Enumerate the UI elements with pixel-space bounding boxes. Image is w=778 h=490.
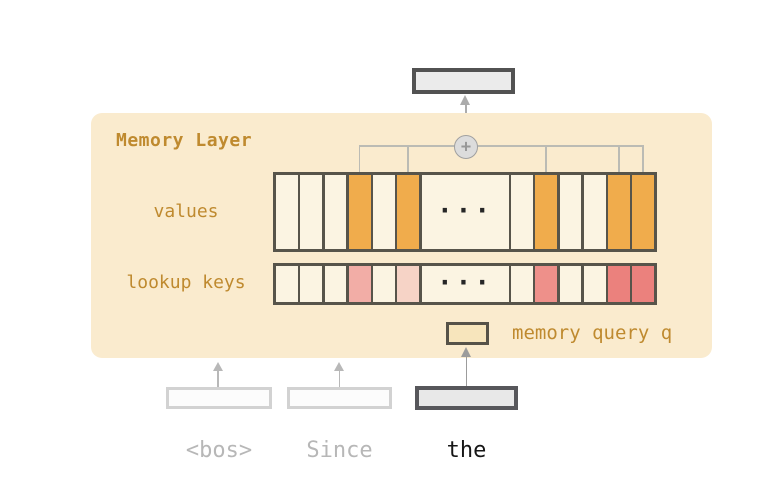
memory-cells-ellipsis: ··· bbox=[421, 175, 509, 249]
token-arrow-stem bbox=[338, 370, 341, 387]
memory-cell bbox=[511, 266, 533, 302]
connector-drop-line bbox=[358, 146, 361, 173]
connector-drop-line bbox=[407, 146, 409, 173]
memory-query-box bbox=[446, 322, 489, 345]
token-embedding-box-bos bbox=[166, 387, 272, 409]
memory-cell bbox=[276, 175, 298, 249]
memory-cell-highlighted bbox=[608, 175, 630, 249]
memory-cell-highlighted bbox=[397, 266, 419, 302]
token-label-since: Since bbox=[306, 438, 373, 463]
memory-cell bbox=[276, 266, 298, 302]
query-arrow-stem bbox=[465, 356, 468, 387]
lookup-keys-cell-row: ··· bbox=[273, 263, 657, 305]
arrow-up-icon bbox=[460, 95, 470, 105]
memory-cell bbox=[559, 175, 582, 249]
memory-cell bbox=[373, 175, 395, 249]
memory-cell-highlighted bbox=[535, 266, 557, 302]
memory-cell bbox=[373, 266, 395, 302]
memory-query-label: memory query q bbox=[512, 322, 673, 344]
memory-cell bbox=[324, 266, 347, 302]
memory-cell bbox=[324, 175, 347, 249]
memory-cell bbox=[583, 175, 606, 249]
aggregation-connector-line bbox=[359, 145, 644, 147]
memory-cell bbox=[511, 175, 533, 249]
token-label-bos: <bos> bbox=[185, 438, 253, 463]
memory-cell bbox=[300, 266, 322, 302]
memory-cell bbox=[583, 266, 606, 302]
memory-cells-ellipsis: ··· bbox=[421, 266, 509, 302]
memory-cell-highlighted bbox=[608, 266, 630, 302]
token-embedding-box-since bbox=[287, 387, 392, 409]
output-vector-box bbox=[412, 68, 515, 94]
values-row-label: values bbox=[153, 201, 219, 222]
memory-cell-highlighted bbox=[348, 266, 371, 302]
memory-cell-highlighted bbox=[397, 175, 419, 249]
token-arrow-stem bbox=[217, 370, 219, 387]
memory-cell bbox=[559, 266, 582, 302]
values-cell-row: ··· bbox=[273, 172, 657, 252]
connector-drop-line bbox=[642, 146, 644, 173]
memory-cell-highlighted bbox=[632, 266, 654, 302]
lookup-keys-row-label: lookup keys bbox=[126, 272, 246, 293]
memory-cell-highlighted bbox=[632, 175, 654, 249]
arrow-up-icon bbox=[212, 362, 223, 371]
connector-drop-line bbox=[618, 146, 620, 173]
arrow-up-icon bbox=[461, 347, 471, 357]
plus-aggregator-icon: + bbox=[454, 135, 478, 159]
token-embedding-box-the bbox=[415, 386, 518, 410]
connector-drop-line bbox=[545, 146, 547, 173]
token-label-the: the bbox=[446, 438, 487, 463]
memory-cell-highlighted bbox=[348, 175, 371, 249]
panel-title: Memory Layer bbox=[116, 130, 253, 151]
arrow-up-icon bbox=[334, 362, 345, 371]
memory-cell-highlighted bbox=[535, 175, 557, 249]
memory-cell bbox=[300, 175, 322, 249]
